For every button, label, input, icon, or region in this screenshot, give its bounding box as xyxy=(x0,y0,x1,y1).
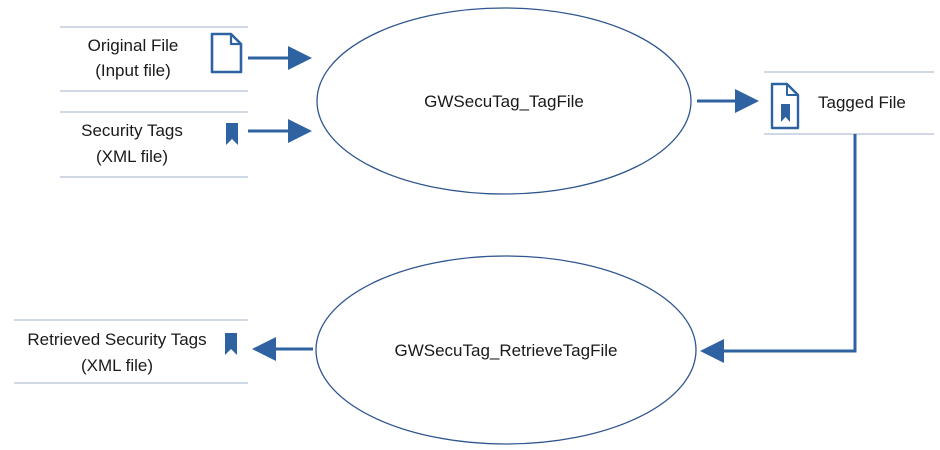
tagged-document-icon xyxy=(770,82,800,130)
retrieved-tags-label: Retrieved Security Tags xyxy=(27,330,206,349)
security-tags-sublabel: (XML file) xyxy=(96,147,168,166)
arrow-tagged-to-retrieve xyxy=(700,134,857,363)
tagged-file-store: Tagged File xyxy=(764,71,934,135)
retrieve-tag-file-ellipse xyxy=(315,255,697,445)
bookmark-icon xyxy=(226,123,238,145)
bookmark-icon xyxy=(225,333,237,355)
retrieve-tag-file-label: GWSecuTag_RetrieveTagFile xyxy=(395,341,618,360)
tag-file-label: GWSecuTag_TagFile xyxy=(424,92,584,111)
tagged-file-label: Tagged File xyxy=(818,93,906,112)
retrieved-tags-sublabel: (XML file) xyxy=(81,356,153,375)
original-file-store: Original File (Input file) xyxy=(60,26,248,92)
security-tags-label: Security Tags xyxy=(81,121,183,140)
security-tags-store: Security Tags (XML file) xyxy=(60,111,248,178)
original-file-sublabel: (Input file) xyxy=(95,61,171,80)
tag-file-process: GWSecuTag_TagFile xyxy=(316,7,692,195)
tag-file-ellipse xyxy=(316,7,692,195)
document-icon xyxy=(210,32,243,74)
retrieved-tags-store: Retrieved Security Tags (XML file) xyxy=(14,319,248,384)
retrieve-tag-file-process: GWSecuTag_RetrieveTagFile xyxy=(315,255,697,445)
original-file-label: Original File xyxy=(88,36,179,55)
